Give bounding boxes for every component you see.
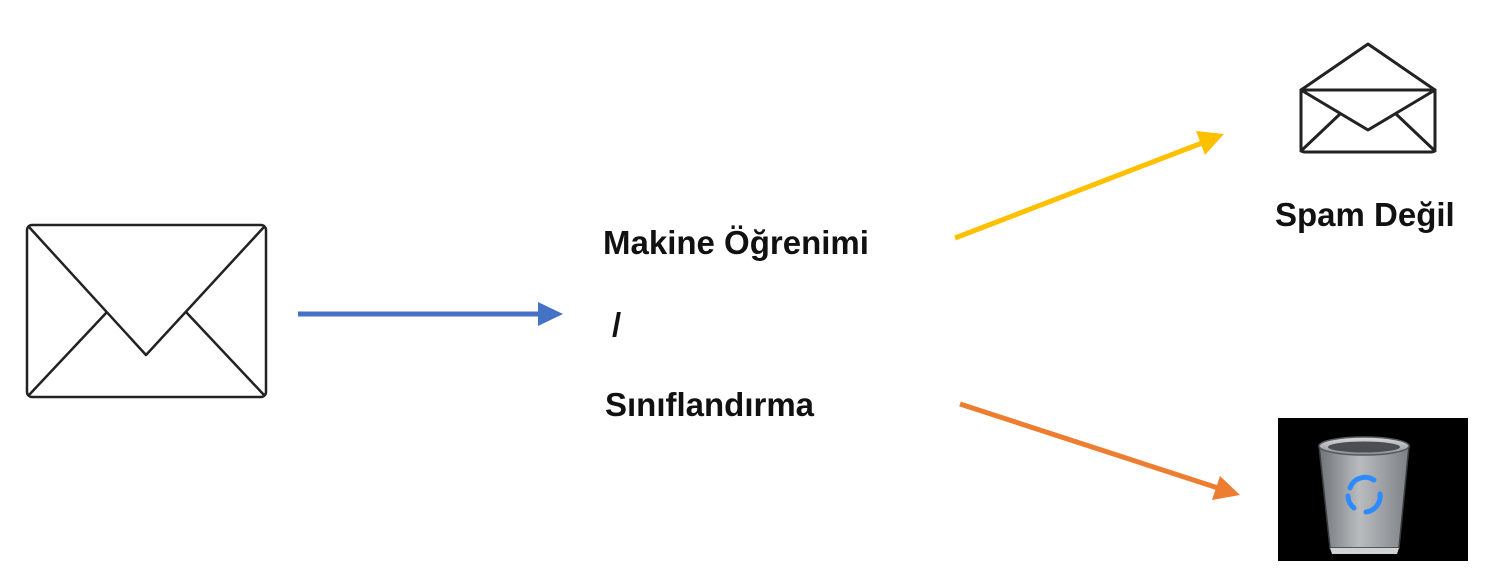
open-envelope-icon [1299, 42, 1437, 154]
closed-envelope-icon [25, 223, 268, 399]
recycle-bin-icon [1318, 436, 1410, 554]
recycle-bin-tile [1278, 418, 1468, 561]
not-spam-label: Spam Değil [1275, 196, 1455, 233]
process-label-separator: / [612, 306, 622, 343]
process-label-line-1: Makine Öğrenimi [603, 224, 869, 261]
spam-arrow [959, 401, 1240, 500]
recycle-symbol-icon [1345, 474, 1383, 515]
not-spam-arrow [954, 131, 1224, 241]
input-arrow [298, 302, 563, 326]
process-label-line-2: Sınıflandırma [605, 386, 815, 423]
